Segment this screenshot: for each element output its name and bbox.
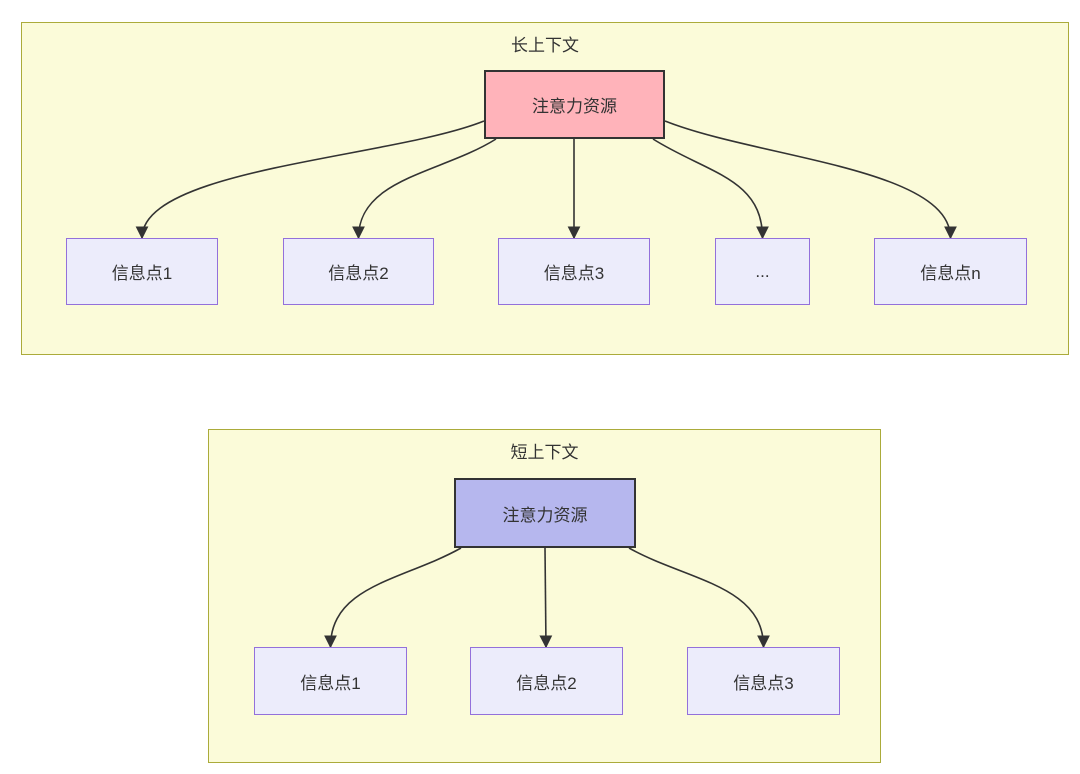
long-info-node-n: 信息点n: [874, 238, 1027, 305]
long-context-container: 长上下文 注意力资源 信息点1 信息点2 信息点3 ... 信息点n: [21, 22, 1069, 355]
short-info-node-3: 信息点3: [687, 647, 840, 715]
long-info-node-2: 信息点2: [283, 238, 434, 305]
long-attention-node: 注意力资源: [484, 70, 665, 139]
short-context-container: 短上下文 注意力资源 信息点1 信息点2 信息点3: [208, 429, 881, 763]
edge-attention-to-infon: [664, 120, 957, 240]
edge-attention-to-info2: [352, 138, 497, 240]
long-context-title: 长上下文: [511, 36, 579, 55]
edge-attention-to-info1: [324, 547, 462, 649]
short-info-node-2: 信息点2: [470, 647, 623, 715]
long-info-node-ellipsis: ...: [715, 238, 810, 305]
long-info-node-1: 信息点1: [66, 238, 218, 305]
short-info-node-1: 信息点1: [254, 647, 407, 715]
long-info-node-3: 信息点3: [498, 238, 650, 305]
edge-attention-to-info3: [628, 547, 770, 649]
short-attention-node: 注意力资源: [454, 478, 636, 548]
short-context-title: 短上下文: [510, 443, 579, 462]
edge-attention-to-info1: [135, 120, 485, 240]
edge-attention-to-info2: [539, 547, 553, 649]
edge-attention-to-ellipsis: [652, 138, 769, 240]
